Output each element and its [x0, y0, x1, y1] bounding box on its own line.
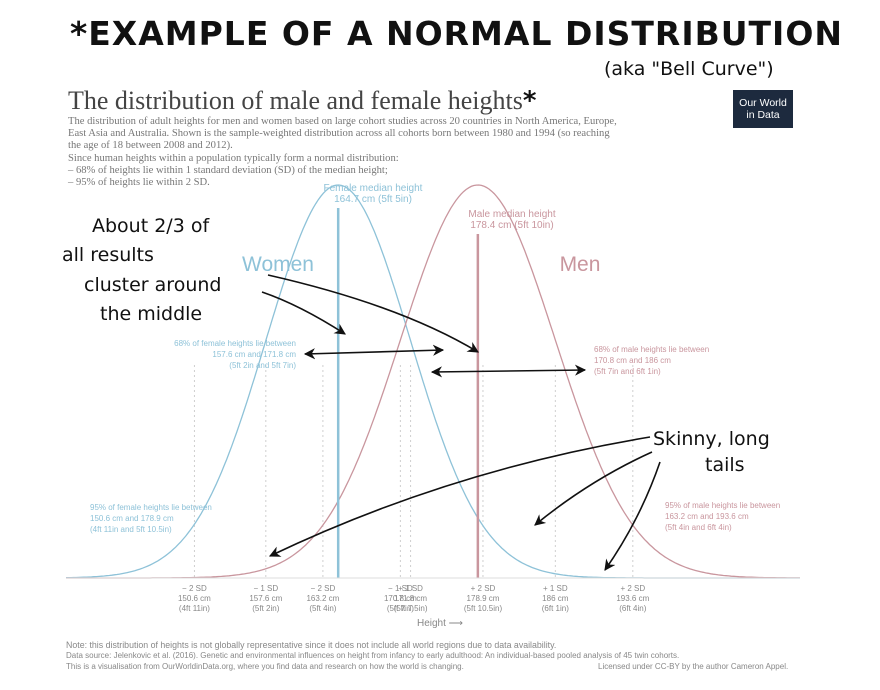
subtitle-line: The distribution of adult heights for me…	[68, 116, 617, 127]
handwritten-line: Skinny, long	[653, 428, 770, 450]
women-68-annotation: 68% of female heights lie between 157.6 …	[174, 339, 296, 370]
annotation-line: 157.6 cm and 171.8 cm	[212, 350, 296, 359]
logo-line-1: Our World	[739, 97, 787, 109]
annotation-line: 95% of female heights lie between	[90, 503, 212, 512]
tick-cm-label: 178.9 cm	[467, 594, 500, 603]
annotation-line: 150.6 cm and 178.9 cm	[90, 514, 174, 523]
annotation-line: 164.7 cm (5ft 5in)	[334, 194, 412, 205]
handwritten-line: the middle	[100, 303, 202, 325]
tick-cm-label: 150.6 cm	[178, 594, 211, 603]
men-median-annotation: Male median height 178.4 cm (5ft 10in)	[468, 209, 555, 231]
tick-ft-label: (6ft 1in)	[542, 604, 569, 613]
handwritten-line: tails	[705, 454, 745, 476]
owid-logo: Our World in Data	[733, 90, 793, 128]
annotation-line: 163.2 cm and 193.6 cm	[665, 512, 749, 521]
tick-sd-label: + 2 SD	[471, 584, 496, 593]
tick-sd-label: − 2 SD	[311, 584, 336, 593]
handwritten-tails-note: Skinny, long tails	[653, 428, 770, 476]
tick-sd-label: − 1 SD	[388, 584, 413, 593]
annotation-line: Male median height	[468, 209, 555, 220]
tick-ft-label: (5ft 2in)	[252, 604, 279, 613]
handwritten-line: all results	[62, 244, 154, 266]
men-68-annotation: 68% of male heights lie between 170.8 cm…	[594, 345, 709, 376]
arrow-women-68-range	[303, 344, 445, 360]
tick-ft-label: (5ft 10.5in)	[464, 604, 503, 613]
footer-source: Data source: Jelenkovic et al. (2016). G…	[66, 651, 680, 660]
chart-title-text: The distribution of male and female heig…	[68, 86, 523, 115]
footer-visualisation: This is a visualisation from OurWorldinD…	[66, 662, 464, 671]
tick-cm-label: 186 cm	[542, 594, 569, 603]
tick-ft-label: (5ft 7in)	[387, 604, 414, 613]
arrow-to-men-tail	[604, 461, 661, 571]
handwritten-title: *EXAMPLE OF A NORMAL DISTRIBUTION	[70, 14, 844, 53]
annotation-line: 68% of male heights lie between	[594, 345, 709, 354]
arrow-to-women-tail	[268, 436, 651, 557]
men-95-annotation: 95% of male heights lie between 163.2 cm…	[665, 501, 780, 532]
tick-sd-label: + 2 SD	[620, 584, 645, 593]
tick-ft-label: (4ft 11in)	[179, 604, 210, 613]
women-95-annotation: 95% of female heights lie between 150.6 …	[90, 503, 212, 534]
footer-license: Licensed under CC-BY by the author Camer…	[598, 662, 789, 671]
arrow-men-68-range	[430, 364, 587, 378]
tick-cm-label: 171.8 cm	[394, 594, 427, 603]
annotation-line: 170.8 cm and 186 cm	[594, 356, 671, 365]
handwritten-line: About 2/3 of	[92, 215, 210, 237]
women-median-annotation: Female median height 164.7 cm (5ft 5in)	[324, 183, 423, 205]
annotation-line: 68% of female heights lie between	[174, 339, 296, 348]
tick-ft-label: (5ft 7.5in)	[394, 604, 428, 613]
annotation-line: Female median height	[324, 183, 423, 194]
tick-sd-label: − 1 SD	[253, 584, 278, 593]
arrow-to-men-center-tail	[534, 451, 653, 526]
annotation-line: (4ft 11in and 5ft 10.5in)	[90, 525, 172, 534]
tick-sd-label: + 1 SD	[398, 584, 423, 593]
handwritten-arrows	[261, 274, 661, 571]
arrow-to-men-middle	[267, 274, 479, 353]
x-axis-label: Height ⟶	[417, 618, 463, 629]
tick-cm-label: 163.2 cm	[306, 594, 339, 603]
handwritten-middle-note: About 2/3 of all results cluster around …	[62, 215, 221, 325]
subtitle-line: Since human heights within a population …	[68, 152, 399, 164]
subtitle-line: – 95% of heights lie within 2 SD.	[68, 177, 210, 189]
chart-subtitle: The distribution of adult heights for me…	[68, 116, 708, 189]
annotation-line: (5ft 4in and 6ft 4in)	[665, 523, 732, 532]
chart-title: The distribution of male and female heig…	[68, 86, 536, 116]
annotation-line: 178.4 cm (5ft 10in)	[470, 220, 553, 231]
subtitle-line: the age of 18 between 2008 and 2012).	[68, 140, 233, 152]
annotation-line: 95% of male heights lie between	[665, 501, 780, 510]
tick-cm-label: 170.8 cm	[384, 594, 417, 603]
tick-sd-label: + 1 SD	[543, 584, 568, 593]
handwritten-line: cluster around	[84, 274, 221, 296]
subtitle-line: East Asia and Australia. Shown is the sa…	[68, 128, 610, 140]
tick-cm-label: 193.6 cm	[616, 594, 649, 603]
footer-note: Note: this distribution of heights is no…	[66, 640, 557, 650]
tick-ft-label: (5ft 4in)	[309, 604, 336, 613]
annotation-line: (5ft 7in and 6ft 1in)	[594, 367, 661, 376]
arrow-to-women-middle	[261, 291, 346, 335]
tick-sd-label: − 2 SD	[182, 584, 207, 593]
annotation-line: (5ft 2in and 5ft 7in)	[229, 361, 296, 370]
series-label-men: Men	[560, 253, 601, 276]
handwritten-subtitle: (aka "Bell Curve")	[604, 58, 774, 80]
series-label-women: Women	[242, 253, 314, 276]
tick-cm-label: 157.6 cm	[249, 594, 282, 603]
tick-ft-label: (6ft 4in)	[619, 604, 646, 613]
logo-line-2: in Data	[746, 109, 780, 121]
title-asterisk: *	[522, 86, 537, 116]
subtitle-line: – 68% of heights lie within 1 standard d…	[68, 164, 388, 176]
